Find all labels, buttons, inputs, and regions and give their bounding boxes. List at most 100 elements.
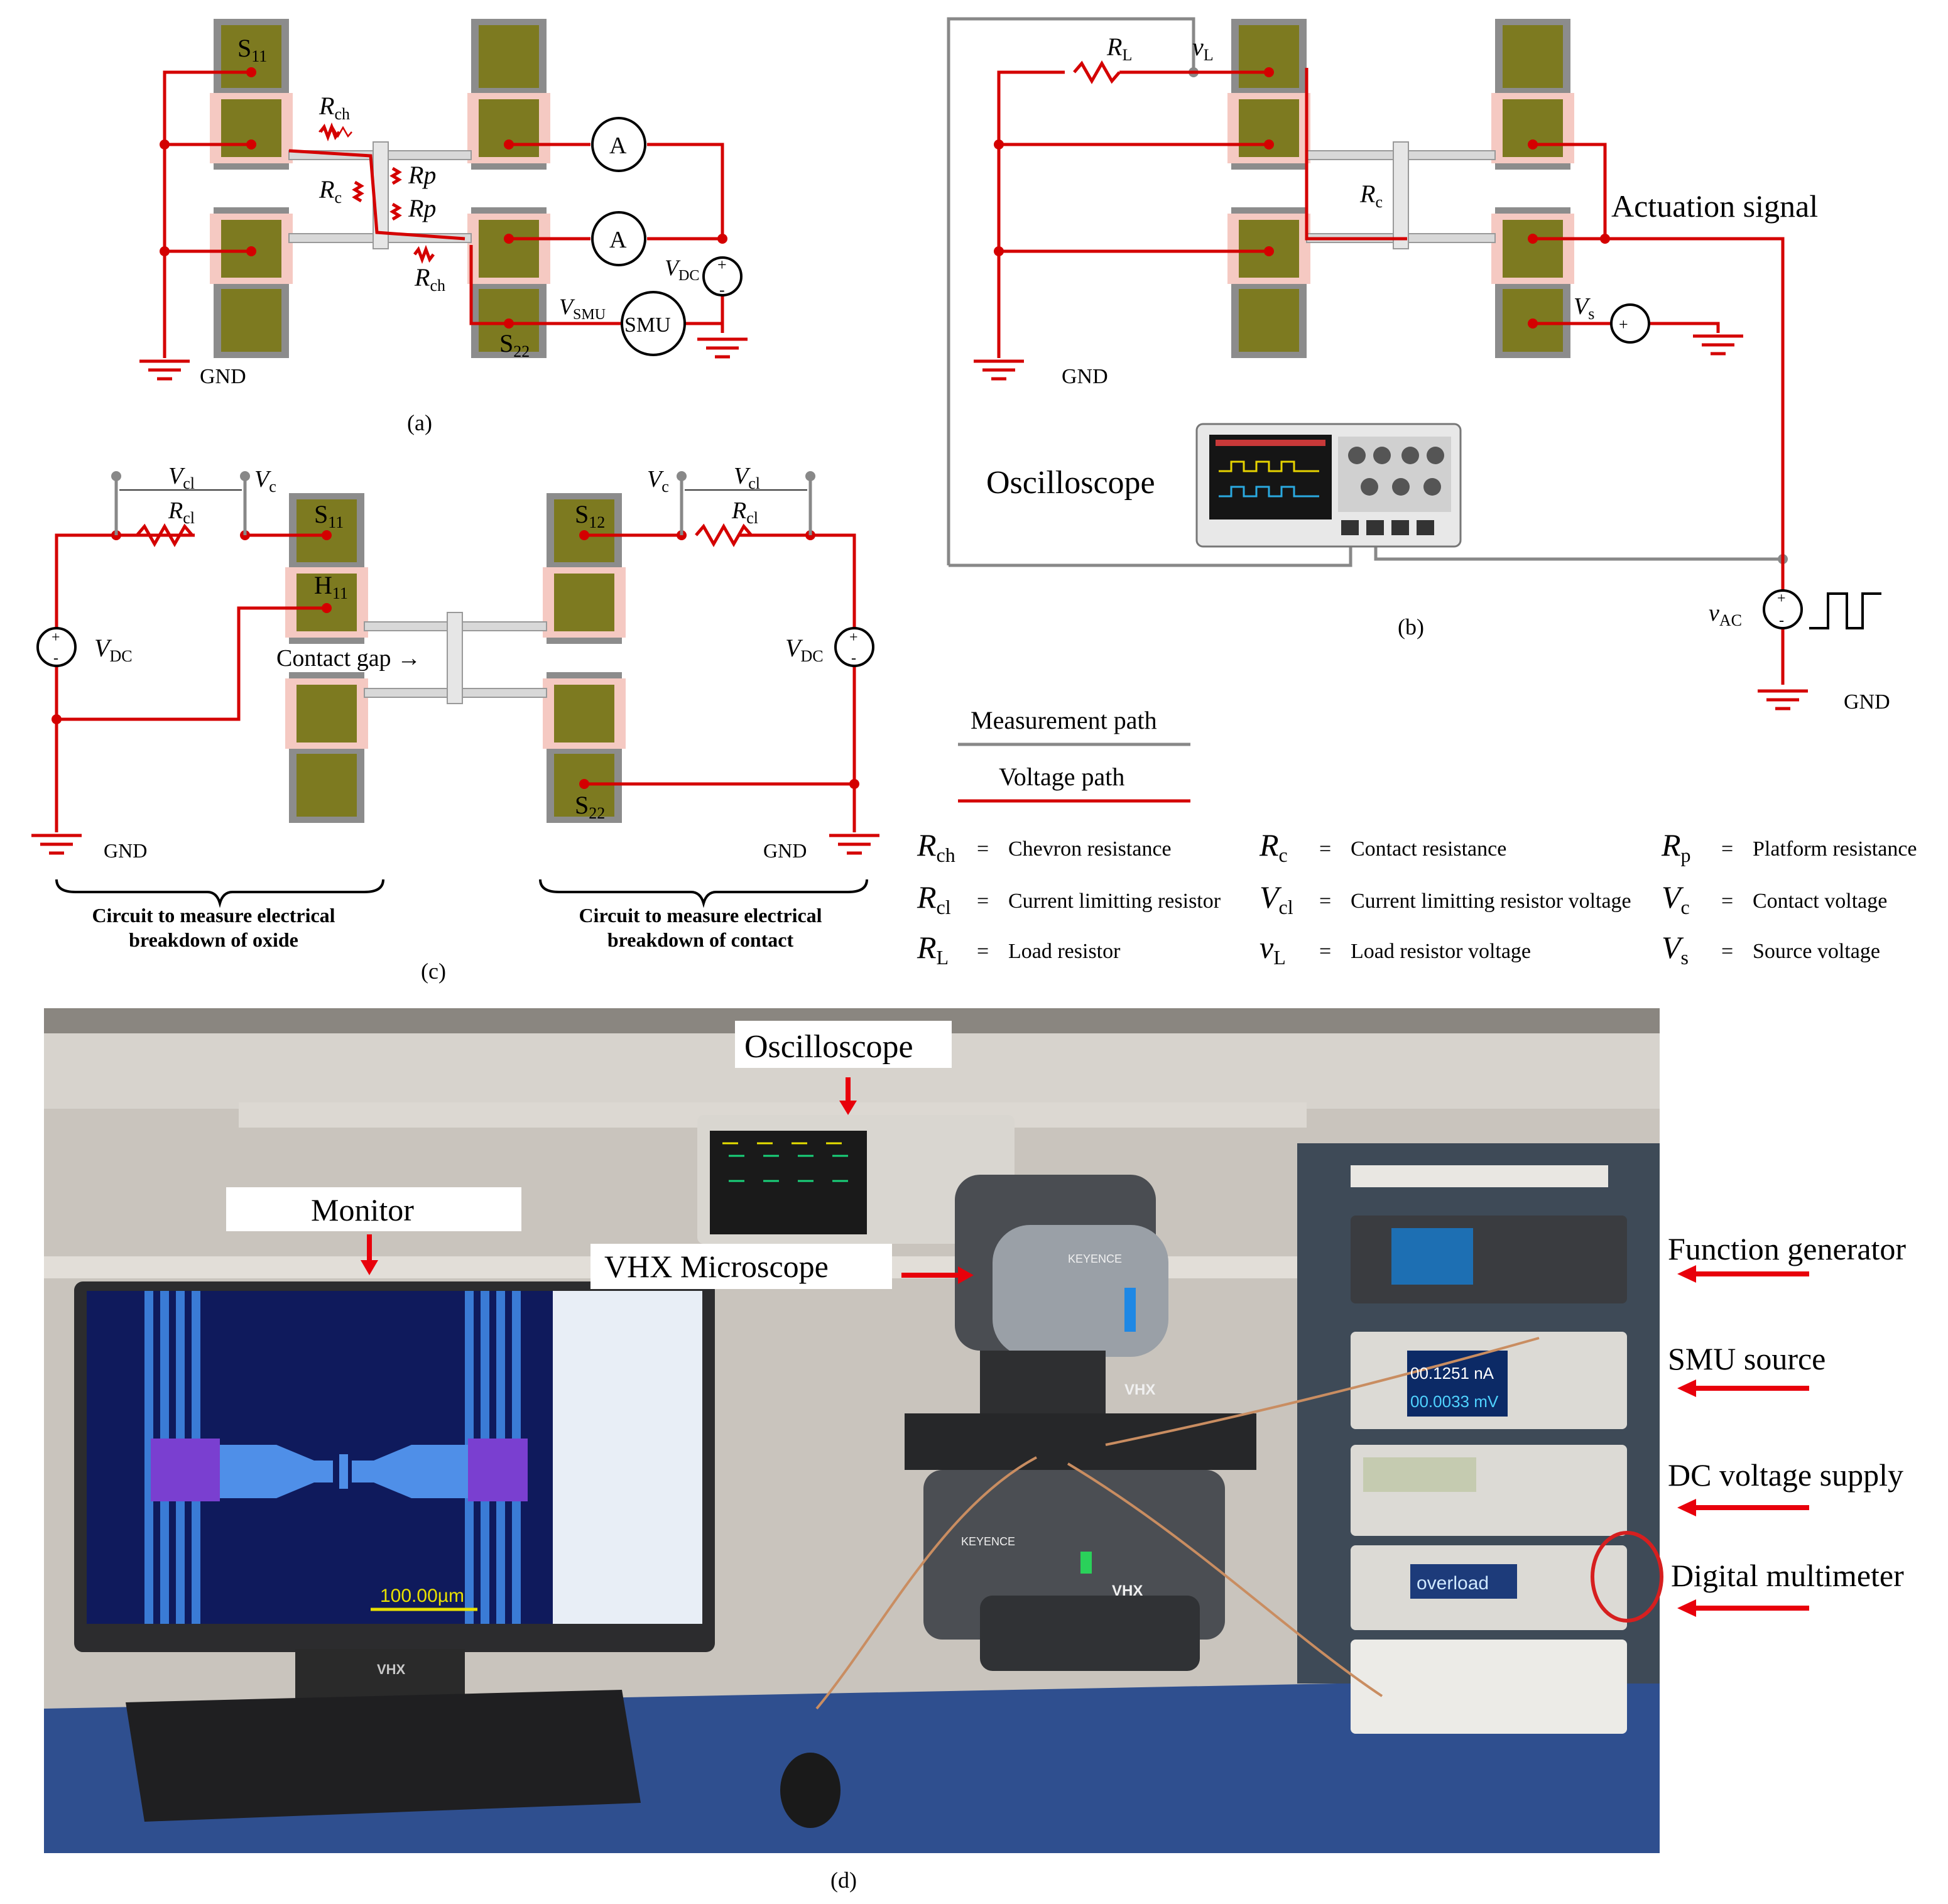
pad-left-bottom — [210, 207, 293, 358]
legend-eq-5: = — [1721, 889, 1733, 913]
label-box-vhx — [590, 1244, 892, 1289]
legend-eq-2: = — [1721, 837, 1733, 861]
d-scale-bar: 100.00µm — [380, 1586, 464, 1606]
mouse — [780, 1753, 841, 1828]
d-vhx-label: VHX Microscope — [604, 1249, 829, 1284]
a-rch-top: Rch — [318, 92, 350, 123]
panel-b-circuit — [947, 17, 1881, 709]
d-smu-source: SMU source — [1668, 1341, 1826, 1376]
a-ammeter-2-label: A — [609, 227, 627, 253]
legend-desc-4: Current limitting resistor voltage — [1351, 889, 1631, 913]
c-vcl-left: Vcl — [168, 463, 195, 492]
a-s22: S22 — [499, 329, 530, 361]
legend-eq-0: = — [977, 837, 989, 861]
b-vl: vL — [1192, 33, 1214, 64]
c-vdc-left: VDC — [94, 634, 133, 665]
c-brace-right-line2: breakdown of contact — [607, 928, 794, 951]
c-vdc-right-plus: + — [849, 629, 858, 646]
b-rl: RL — [1106, 33, 1132, 64]
d-dc-supply: DC voltage supply — [1668, 1457, 1903, 1493]
b-vs: Vs — [1574, 293, 1594, 323]
b-gnd-right: GND — [1844, 690, 1890, 714]
legend-eq-7: = — [1319, 940, 1331, 963]
legend-measurement-path: Measurement path — [971, 706, 1157, 734]
panel-d-photo — [44, 1008, 1663, 1853]
b-caption: (b) — [1398, 614, 1424, 639]
a-gnd: GND — [200, 365, 246, 388]
d-keyence-1: KEYENCE — [1068, 1253, 1122, 1265]
c-brace-left-line2: breakdown of oxide — [129, 928, 298, 951]
legend-voltage-path: Voltage path — [999, 763, 1124, 791]
legend-eq-8: = — [1721, 940, 1733, 963]
legend-symbol-5: Vc — [1662, 879, 1690, 918]
c-caption: (c) — [421, 959, 446, 984]
b-actuation-signal: Actuation signal — [1611, 188, 1818, 224]
vs-source — [1610, 303, 1650, 344]
c-vc-left: Vc — [254, 466, 276, 496]
c-vdc-right: VDC — [785, 634, 824, 665]
c-rcl-left: Rcl — [168, 498, 195, 527]
c-vcl-right: Vcl — [734, 463, 760, 492]
ammeter-1 — [591, 117, 646, 172]
legend-desc-6: Load resistor — [1008, 940, 1121, 963]
legend-symbol-3: Rcl — [917, 879, 951, 918]
d-vhx-logo-1: VHX — [1124, 1381, 1155, 1398]
b-gnd-left: GND — [1062, 365, 1108, 388]
photo-vhx-microscope — [905, 1175, 1256, 1671]
c-gnd-left: GND — [104, 839, 147, 862]
c-vdc-left-minus: - — [53, 650, 58, 666]
legend-symbol-6: RL — [917, 930, 949, 969]
legend-symbol-2: Rp — [1661, 827, 1691, 866]
smu — [621, 291, 686, 356]
d-oscilloscope-label: Oscilloscope — [744, 1029, 913, 1065]
c-brace-right-line1: Circuit to measure electrical — [579, 904, 822, 927]
c-s22: S22 — [575, 791, 605, 822]
b-vs-plus: + — [1619, 315, 1628, 334]
d-multimeter: Digital multimeter — [1671, 1558, 1904, 1593]
d-function-generator: Function generator — [1668, 1231, 1906, 1266]
c-gnd-right: GND — [763, 839, 807, 862]
b-rc: Rc — [1359, 180, 1383, 211]
a-vsmu: VSMU — [559, 294, 606, 323]
c-vdc-left-plus: + — [52, 629, 60, 646]
keyboard — [126, 1690, 641, 1822]
d-vhx-logo-2: VHX — [1112, 1582, 1143, 1599]
legend-symbol-1: Rc — [1259, 827, 1288, 866]
legend-desc-3: Current limitting resistor — [1008, 889, 1221, 913]
legend-eq-1: = — [1319, 837, 1331, 861]
c-s12: S12 — [575, 500, 605, 531]
legend-symbol-8: Vs — [1662, 930, 1689, 969]
legend-eq-3: = — [977, 889, 989, 913]
b-vac-minus: - — [1779, 612, 1784, 629]
a-vdc: VDC — [665, 255, 699, 284]
ammeter-2 — [591, 211, 646, 266]
legend-desc-8: Source voltage — [1753, 940, 1880, 963]
c-vc-right: Vc — [647, 466, 669, 496]
legend-desc-2: Platform resistance — [1753, 837, 1917, 861]
c-vdc-right-minus: - — [851, 650, 856, 666]
panel-a-circuit — [139, 19, 748, 379]
d-dmm-reading: overload — [1417, 1573, 1489, 1594]
panel-c-circuit — [31, 471, 879, 908]
oscilloscope-image — [1195, 423, 1462, 548]
a-rch-bottom: Rch — [414, 263, 445, 295]
d-vhx-logo-3: VHX — [377, 1662, 406, 1677]
a-rp-1: Rp — [408, 161, 436, 189]
legend-symbol-0: Rch — [917, 827, 955, 866]
b-vac-plus: + — [1777, 590, 1786, 607]
legend-desc-5: Contact voltage — [1753, 889, 1887, 913]
legend-desc-1: Contact resistance — [1351, 837, 1506, 861]
d-keyence-2: KEYENCE — [961, 1535, 1015, 1548]
a-plus: + — [717, 256, 727, 274]
c-h11: H11 — [314, 571, 348, 602]
label-box-oscilloscope — [735, 1021, 952, 1068]
legend-eq-6: = — [977, 940, 989, 963]
d-smu-reading-2: 00.0033 mV — [1410, 1392, 1499, 1411]
legend-eq-4: = — [1319, 889, 1331, 913]
legend-desc-7: Load resistor voltage — [1351, 940, 1531, 963]
d-caption: (d) — [830, 1868, 857, 1893]
c-brace-left-line1: Circuit to measure electrical — [92, 904, 335, 927]
d-smu-reading-1: 00.1251 nA — [1410, 1364, 1494, 1383]
c-s11: S11 — [314, 500, 344, 531]
